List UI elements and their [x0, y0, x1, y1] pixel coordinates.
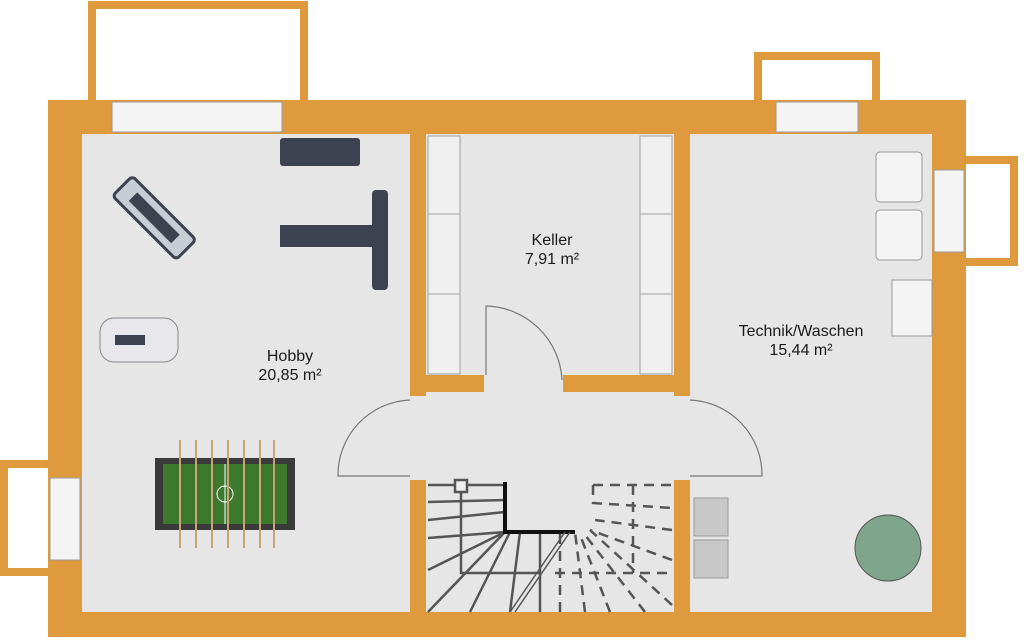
room-label-technik: Technik/Waschen 15,44 m² [739, 322, 864, 360]
room-area: 20,85 m² [258, 367, 322, 384]
doors [337, 305, 763, 477]
light-shaft-left [0, 460, 56, 576]
dumbbell-rack [280, 138, 360, 166]
room-area: 15,44 m² [769, 342, 833, 359]
gym-equipment [99, 138, 388, 363]
weight-machine [112, 176, 196, 260]
room-name: Keller [531, 232, 573, 249]
room-name: Hobby [266, 348, 314, 365]
light-shaft-top-left [88, 1, 308, 109]
room-name: Technik/Waschen [738, 323, 864, 340]
interior-walls [410, 134, 690, 612]
light-shaft-right [958, 156, 1018, 266]
dryer [875, 209, 923, 261]
cabinet [693, 539, 729, 579]
room-label-hobby: Hobby 20,85 m² [258, 347, 321, 385]
round-rug [854, 514, 922, 582]
light-shaft-top-right [754, 52, 880, 108]
appliances [693, 151, 933, 579]
staircase [427, 478, 673, 613]
cabinet [693, 497, 729, 537]
washing-machine [875, 151, 923, 203]
shelves [427, 135, 673, 375]
foosball-table [155, 440, 295, 548]
barbell [372, 190, 388, 290]
room-area: 7,91 m² [524, 251, 580, 268]
bench [280, 225, 380, 247]
windows [49, 101, 965, 561]
room-label-keller: Keller 7,91 m² [525, 231, 579, 269]
sink [891, 279, 933, 337]
